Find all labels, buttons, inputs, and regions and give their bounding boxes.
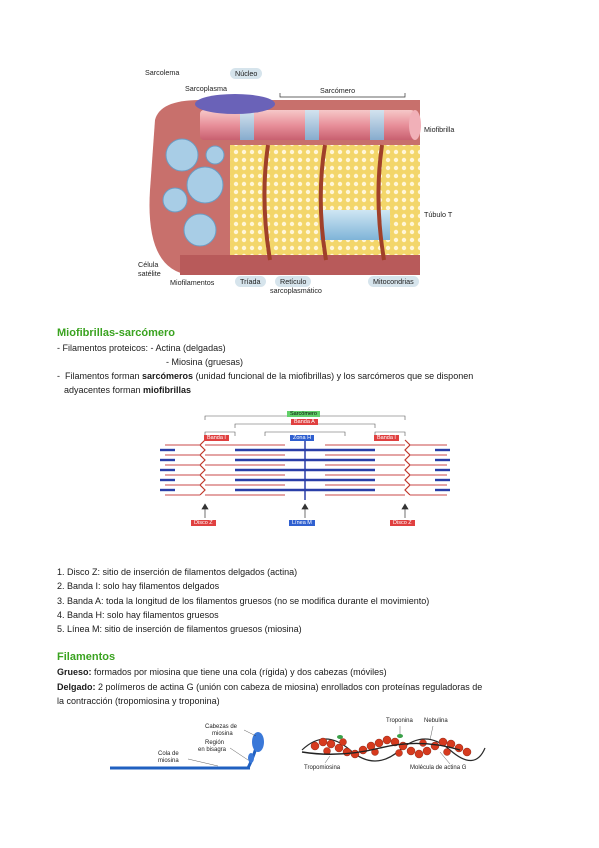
text-line-sarcomeros: - Filamentos forman sarcómeros (unidad f… (57, 370, 473, 383)
label-celula-2: satélite (138, 269, 161, 278)
label-triada: Tríada (235, 276, 266, 287)
label-sarcoplasma: Sarcoplasma (185, 84, 227, 93)
label-cabezas-1: Cabezas de (205, 724, 238, 730)
label-mitocondrias: Mitocondrias (368, 276, 419, 287)
text-delgado: Delgado: 2 polímeros de actina G (unión … (57, 681, 482, 694)
text-grueso: Grueso: formados por miosina que tiene u… (57, 666, 387, 679)
text-bold-miofibrillas: miofibrillas (143, 385, 192, 395)
text-line-filamentos: - Filamentos proteicos: - Actina (delgad… (57, 343, 226, 353)
label-nucleo: Núcleo (230, 68, 263, 79)
label-reticulo-1: Retículo (275, 276, 312, 287)
text-fragment: formados por miosina que tiene una cola … (91, 667, 387, 677)
label-tropomiosina: Tropomiosina (304, 765, 341, 771)
label-nebulina: Nebulina (424, 718, 448, 724)
list-item: 2. Banda I: solo hay filamentos delgados (57, 581, 220, 591)
list-item: 5. Línea M: sitio de inserción de filame… (57, 624, 302, 634)
label-cola-2: miosina (158, 758, 179, 764)
label-molecula: Molécula de actina G (410, 765, 467, 771)
label-cola-1: Cola de (158, 751, 179, 757)
sarcomere-filaments (160, 415, 450, 518)
muscle-fiber-illustration (149, 93, 421, 275)
actin-figure: Troponina Nebulina Tropomiosina Molécula… (300, 718, 490, 778)
text-fragment: Filamentos forman (65, 371, 143, 381)
label-miofilamentos: Miofilamentos (170, 278, 215, 287)
myosin-illustration (110, 729, 264, 770)
label-celula-1: Célula (138, 260, 159, 269)
list-item: 1. Disco Z: sitio de inserción de filame… (57, 567, 298, 577)
label-tubulo-t: Túbulo T (424, 210, 453, 219)
actin-illustration (301, 725, 486, 765)
tag-banda-a: Banda A (291, 419, 318, 425)
label-sarcolema: Sarcolema (145, 68, 180, 77)
label-miofibrilla: Miofibrilla (424, 125, 455, 134)
text-fragment: (unidad funcional de la miofibrillas) y … (193, 371, 474, 381)
text-line-miofibrillas: adyacentes forman miofibrillas (64, 384, 191, 397)
tag-sarcomero: Sarcómero (287, 411, 320, 417)
text-line-miosina: - Miosina (gruesas) (166, 357, 244, 367)
text-fragment: adyacentes forman (64, 385, 144, 395)
list-item: 4. Banda H: solo hay filamentos gruesos (57, 610, 219, 620)
bullet-dash: - (57, 371, 65, 381)
myosin-figure: Cabezas de miosina Región en bisagra Col… (108, 718, 278, 778)
label-delgado: Delgado: (57, 682, 96, 692)
tag-disco-z-right: Disco Z (390, 520, 415, 526)
text-delgado-cont: la contracción (tropomiosina y troponina… (57, 696, 220, 706)
label-cabezas-2: miosina (212, 731, 233, 737)
section-heading-filamentos: Filamentos (57, 651, 116, 663)
sarcomere-diagram: Sarcómero Banda A Banda I Zona H Banda I… (160, 410, 450, 535)
muscle-fiber-figure: Sarcolema Núcleo Sarcoplasma Sarcómero M… (120, 60, 454, 300)
tag-zona-h: Zona H (290, 435, 315, 441)
label-region-2: en bisagra (198, 747, 227, 753)
label-region-1: Región (205, 740, 225, 746)
tag-banda-i-right: Banda I (374, 435, 399, 441)
label-grueso: Grueso: (57, 667, 92, 677)
tag-linea-m: Línea M (289, 520, 315, 526)
label-sarcomero: Sarcómero (320, 86, 356, 95)
text-fragment: 2 polímeros de actina G (unión con cabez… (95, 682, 483, 692)
text-bold-sarcomeros: sarcómeros (142, 371, 194, 381)
label-troponina: Troponina (386, 718, 413, 724)
label-reticulo-2: sarcoplasmático (270, 286, 322, 295)
list-item: 3. Banda A: toda la longitud de los fila… (57, 596, 430, 606)
section-heading-miofibrillas: Miofibrillas-sarcómero (57, 327, 175, 339)
tag-disco-z-left: Disco Z (191, 520, 216, 526)
tag-banda-i-left: Banda I (204, 435, 229, 441)
